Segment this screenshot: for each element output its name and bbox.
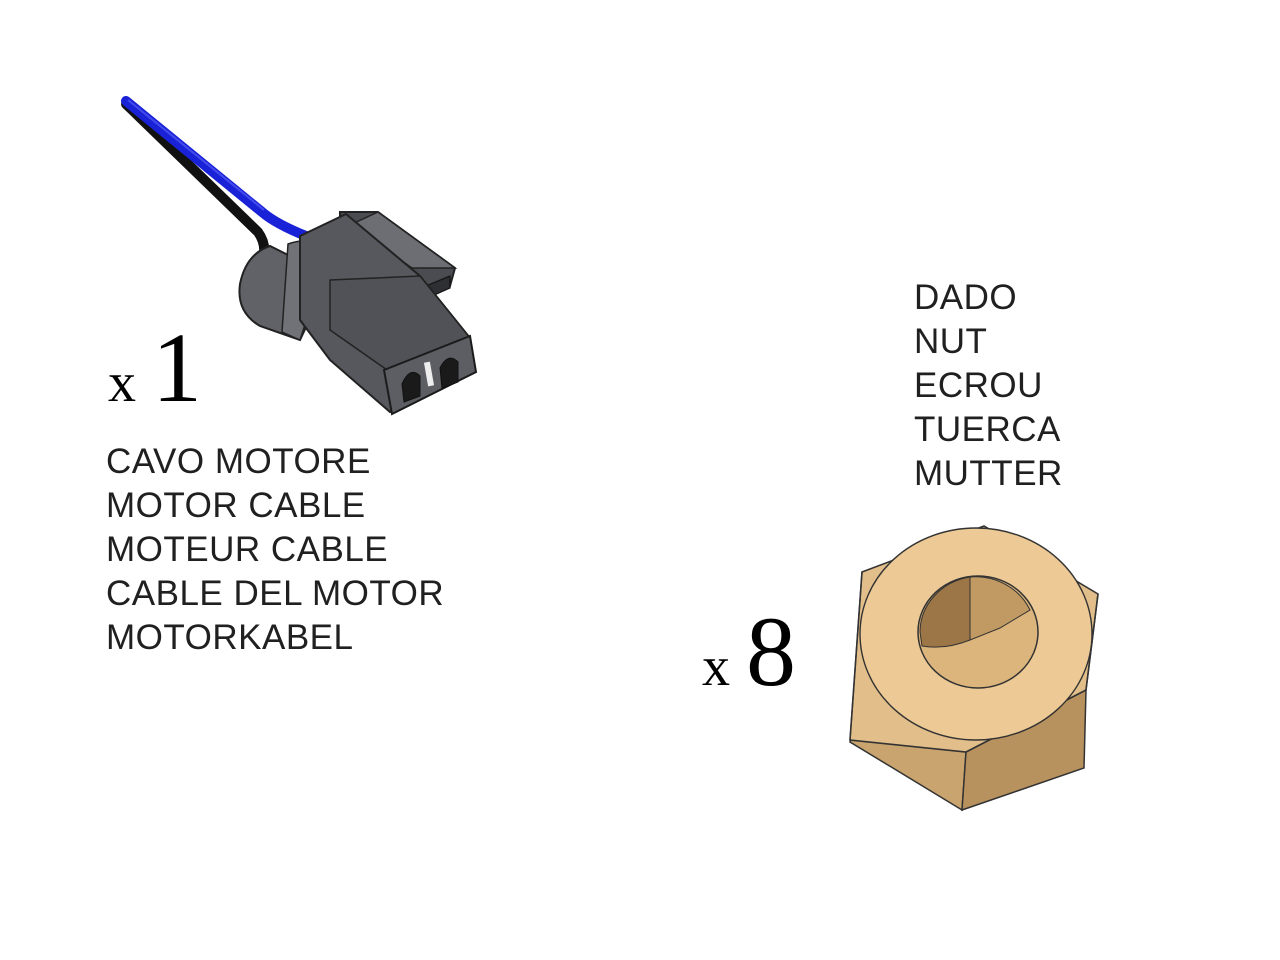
label-it: DADO [914, 278, 1018, 317]
motor-cable-labels: CAVO MOTORE MOTOR CABLE MOTEUR CABLE CAB… [106, 440, 444, 660]
label-es: TUERCA [914, 410, 1061, 449]
label-en: NUT [914, 322, 988, 361]
hex-nut-icon [849, 525, 1099, 812]
motor-cable-connector-icon [121, 96, 478, 416]
quantity-value: 8 [746, 596, 796, 707]
quantity-prefix: x [108, 352, 136, 414]
label-de: MUTTER [914, 454, 1063, 493]
quantity-value: 1 [152, 312, 202, 423]
label-en: MOTOR CABLE [106, 486, 366, 525]
label-de: MOTORKABEL [106, 618, 354, 657]
nut-labels: DADO NUT ECROU TUERCA MUTTER [914, 276, 1063, 496]
quantity-prefix: x [702, 636, 730, 698]
label-fr: MOTEUR CABLE [106, 530, 389, 569]
label-it: CAVO MOTORE [106, 442, 371, 481]
label-fr: ECROU [914, 366, 1043, 405]
label-es: CABLE DEL MOTOR [106, 574, 445, 613]
